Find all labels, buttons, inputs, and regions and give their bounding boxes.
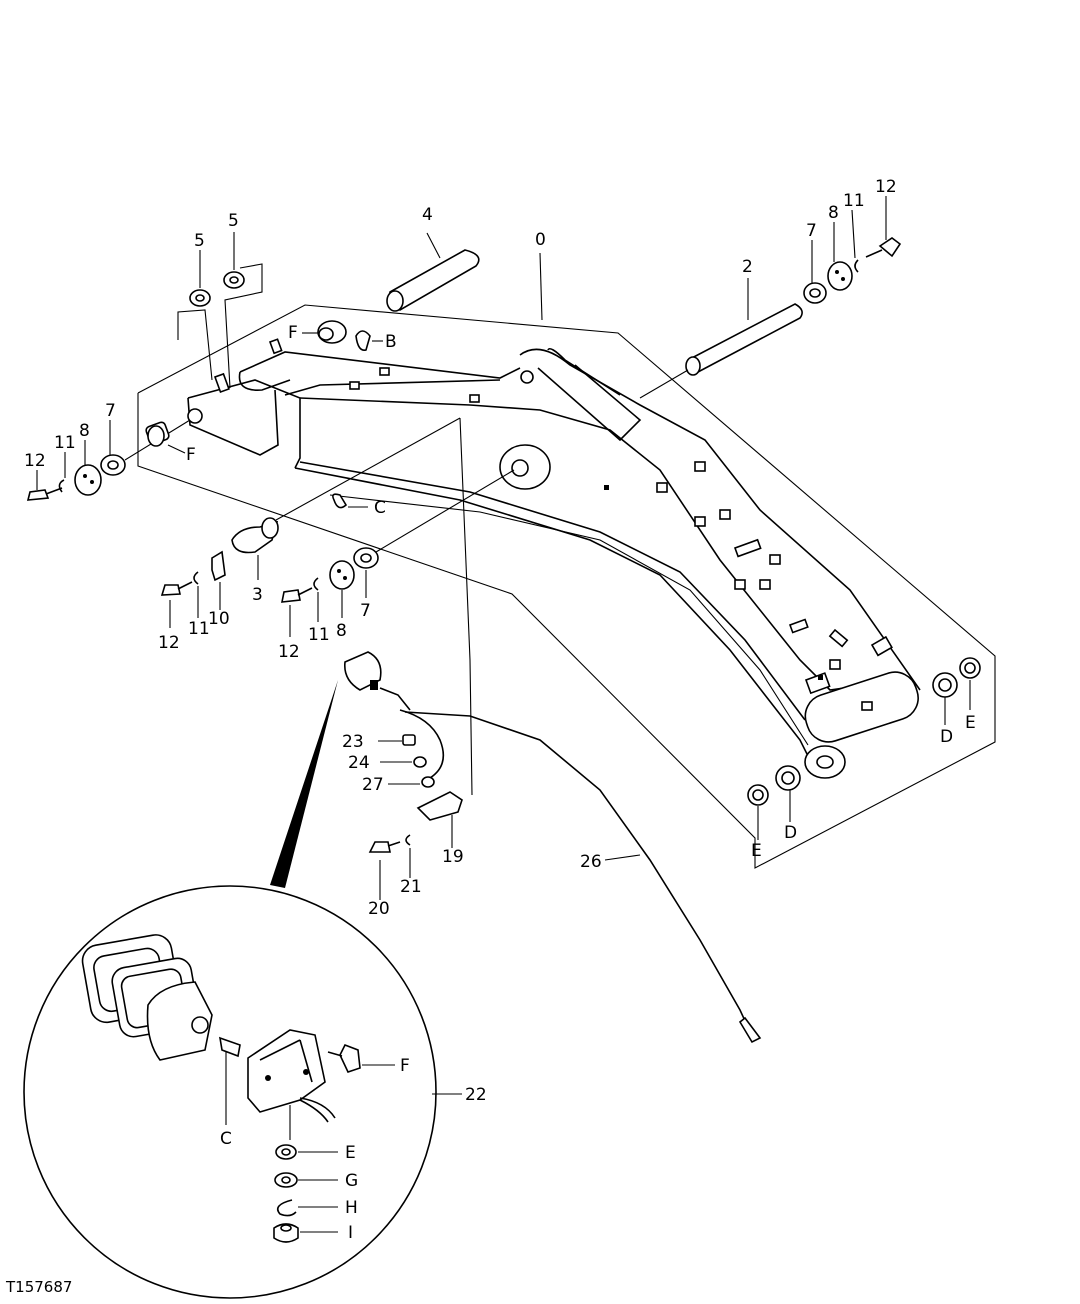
callout-ha: H — [345, 1198, 358, 1218]
mid-left-hardware — [160, 550, 226, 628]
callout-19: 19 — [442, 847, 464, 867]
clip-c — [332, 493, 348, 509]
callout-12a: 12 — [24, 451, 46, 471]
callout-ca: C — [374, 498, 386, 518]
figure-code: T157687 — [6, 1278, 73, 1296]
callout-5a: 5 — [194, 231, 205, 251]
callout-11a: 11 — [54, 433, 76, 453]
callout-ba: B — [385, 332, 397, 352]
callout-db: D — [784, 823, 797, 843]
left-hardware-stack — [26, 419, 191, 501]
lamp-detail-view — [23, 680, 462, 1299]
callout-0: 0 — [535, 230, 546, 250]
callout-ec: E — [345, 1143, 356, 1163]
callout-24: 24 — [348, 753, 370, 773]
callout-cb: C — [220, 1129, 232, 1149]
callout-ga: G — [345, 1171, 358, 1191]
work-lamp — [343, 651, 762, 1044]
callout-22: 22 — [465, 1085, 487, 1105]
callout-4: 4 — [422, 205, 433, 225]
callout-5b: 5 — [228, 211, 239, 231]
callout-23: 23 — [342, 732, 364, 752]
callout-8b: 8 — [828, 203, 839, 223]
callout-26: 26 — [580, 852, 602, 872]
callout-12d: 12 — [278, 642, 300, 662]
bushing-d-e-right — [932, 657, 981, 725]
top-left-hardware — [177, 232, 383, 394]
pin-4 — [386, 232, 480, 312]
callout-eb: E — [751, 841, 762, 861]
callout-20: 20 — [368, 899, 390, 919]
callout-8c: 8 — [336, 621, 347, 641]
callout-2: 2 — [742, 257, 753, 277]
callout-labels: 0 2 3 4 5 5 7 7 7 8 8 8 10 11 11 11 11 1… — [24, 177, 976, 1243]
pin-2 — [639, 278, 803, 399]
callout-fb: F — [186, 445, 196, 465]
callout-12c: 12 — [158, 633, 180, 653]
callout-7a: 7 — [105, 401, 116, 421]
bushing-d-e-lower — [747, 765, 801, 840]
callout-10: 10 — [208, 609, 230, 629]
callout-27: 27 — [362, 775, 384, 795]
boom-body — [187, 347, 921, 796]
callout-fc: F — [400, 1056, 410, 1076]
callout-11c: 11 — [188, 619, 210, 639]
callout-7b: 7 — [806, 221, 817, 241]
callout-ea: E — [965, 713, 976, 733]
callout-ia: I — [348, 1223, 353, 1243]
callout-8a: 8 — [79, 421, 90, 441]
callout-3: 3 — [252, 585, 263, 605]
mid-right-hardware — [281, 469, 515, 637]
callout-11b: 11 — [843, 191, 865, 211]
callout-12b: 12 — [875, 177, 897, 197]
callout-da: D — [940, 727, 953, 747]
callout-7c: 7 — [360, 601, 371, 621]
assembly-outline — [137, 304, 996, 869]
pin-3 — [231, 417, 461, 580]
callout-fa: F — [288, 323, 298, 343]
top-right-hardware — [803, 196, 902, 304]
callout-11d: 11 — [308, 625, 330, 645]
callout-21: 21 — [400, 877, 422, 897]
